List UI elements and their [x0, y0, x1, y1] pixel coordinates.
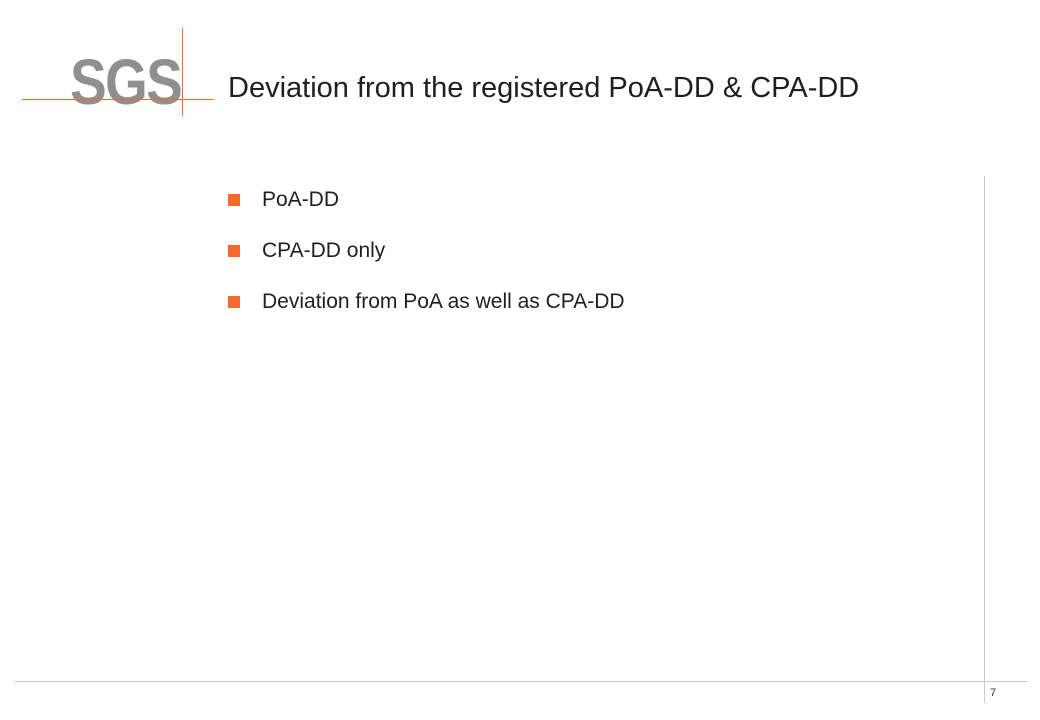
- bullet-list: PoA-DD CPA-DD only Deviation from PoA as…: [228, 180, 625, 333]
- logo-horizontal-line: [22, 99, 214, 100]
- bottom-divider: [14, 681, 1028, 682]
- right-divider: [984, 176, 985, 703]
- square-bullet-icon: [228, 245, 240, 257]
- sgs-logo: SGS: [20, 28, 216, 116]
- logo-vertical-line: [182, 28, 183, 116]
- bullet-item-deviation-from-poa-and-cpa-dd: Deviation from PoA as well as CPA-DD: [228, 282, 625, 322]
- bullet-text: PoA-DD: [262, 188, 340, 211]
- slide-title: Deviation from the registered PoA-DD & C…: [228, 72, 860, 104]
- square-bullet-icon: [228, 296, 240, 308]
- square-bullet-icon: [228, 194, 240, 206]
- bullet-item-cpa-dd-only: CPA-DD only: [228, 231, 625, 271]
- bullet-text: CPA-DD only: [262, 239, 386, 262]
- bullet-text: Deviation from PoA as well as CPA-DD: [262, 290, 625, 313]
- page-number: 7: [990, 687, 997, 699]
- bullet-item-poa-dd: PoA-DD: [228, 180, 625, 220]
- sgs-logo-text: SGS: [70, 46, 183, 118]
